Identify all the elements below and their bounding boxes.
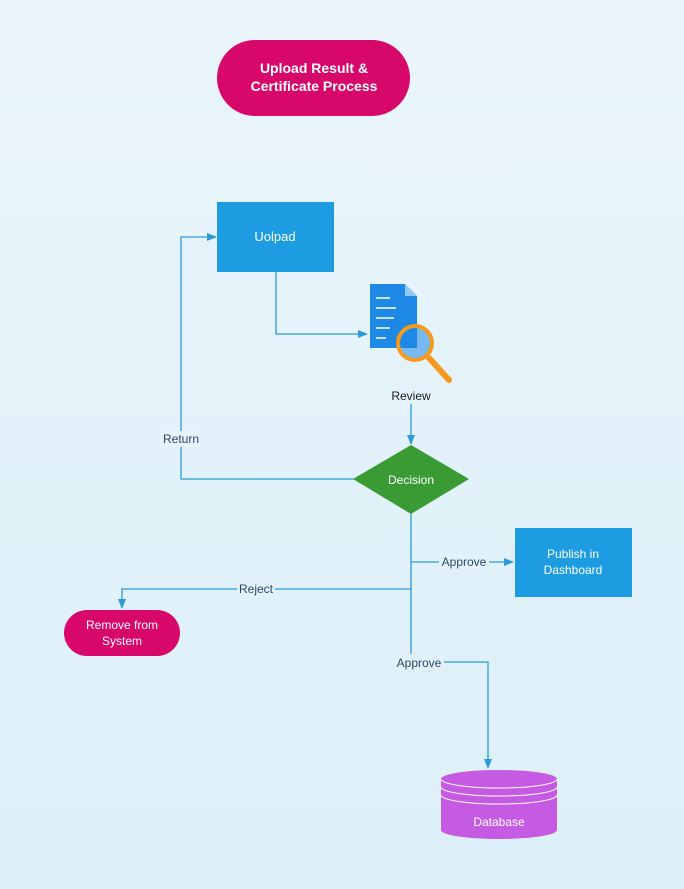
approve-database-label: Approve <box>397 656 442 670</box>
title-shape <box>217 40 410 116</box>
connectors <box>118 233 514 769</box>
publish-line-1: Publish in <box>547 547 599 561</box>
approve-publish-label: Approve <box>442 555 487 569</box>
document-lines <box>376 297 396 339</box>
database-band-3 <box>440 794 558 805</box>
magnifier-lens <box>396 324 434 362</box>
document-magnifier-icon <box>370 284 452 383</box>
title-line-2: Certificate Process <box>251 78 378 94</box>
remove-shape <box>64 610 180 656</box>
upload-node: Uolpad <box>217 202 334 272</box>
decision-label: Decision <box>388 473 434 487</box>
edge-upload-to-review <box>275 272 368 338</box>
database-top <box>441 770 557 788</box>
decision-node: Decision <box>353 445 469 514</box>
database-node: Database <box>440 770 558 839</box>
edge-approve-database <box>411 661 492 769</box>
remove-line-2: System <box>102 634 142 648</box>
upload-shape <box>217 202 334 272</box>
database-label: Database <box>473 815 525 829</box>
review-label: Review <box>391 389 431 403</box>
publish-node: Publish in Dashboard <box>515 528 632 597</box>
edge-reject <box>118 588 411 609</box>
remove-line-1: Remove from <box>86 618 158 632</box>
publish-shape <box>515 528 632 597</box>
edge-labels: Return Approve Reject Approve <box>160 431 489 670</box>
decision-shape <box>353 445 469 514</box>
return-label: Return <box>163 432 199 446</box>
edge-return <box>180 233 354 480</box>
upload-label: Uolpad <box>254 229 295 244</box>
title-line-1: Upload Result & <box>260 60 368 76</box>
database-band-1 <box>440 778 558 789</box>
remove-node: Remove from System <box>64 610 180 656</box>
document-fold <box>405 284 417 296</box>
publish-line-2: Dashboard <box>544 563 603 577</box>
database-body <box>441 779 557 839</box>
reject-label: Reject <box>239 582 274 596</box>
title-terminator: Upload Result & Certificate Process <box>217 40 410 116</box>
database-band-2 <box>440 786 558 797</box>
magnifier-handle <box>426 355 452 383</box>
